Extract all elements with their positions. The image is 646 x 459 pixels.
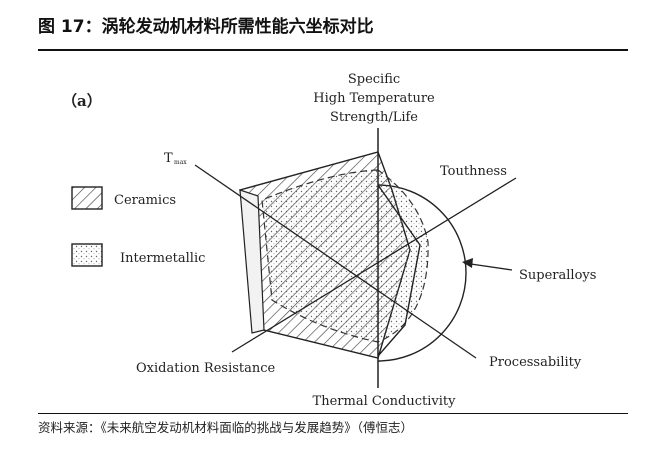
legend-intermetallic-label: Intermetallic xyxy=(120,251,205,266)
inner-polygon xyxy=(377,184,421,357)
axis-oxidation-toughness xyxy=(231,177,517,353)
superalloys-arrowhead xyxy=(462,258,473,268)
legend-ceramics-swatch xyxy=(71,186,103,210)
legend-ceramics-label: Ceramics xyxy=(114,193,176,208)
figure-source: 资料来源：《未来航空发动机材料面临的挑战与发展趋势》（傅恒志） xyxy=(38,420,414,435)
axis-label-specific-2: High Temperature xyxy=(313,91,435,106)
axis-label-tmax: T xyxy=(164,151,173,166)
superalloys-envelope xyxy=(377,184,467,362)
axis-tmax-processability xyxy=(194,164,477,359)
axis-label-specific-1: Specific xyxy=(348,72,400,87)
figure-title: 图 17：涡轮发动机材料所需性能六坐标对比 xyxy=(38,17,374,37)
axis-label-processability: Processability xyxy=(489,355,582,370)
axis-label-thermal: Thermal Conductivity xyxy=(313,394,457,409)
axis-label-tmax-sub: max xyxy=(174,159,187,166)
axis-label-oxidation: Oxidation Resistance xyxy=(136,361,276,376)
panel-label: （a） xyxy=(62,92,102,110)
axis-label-toughness: Touthness xyxy=(440,164,507,179)
source-rule xyxy=(38,413,628,414)
superalloys-label: Superalloys xyxy=(519,268,596,283)
ceramics-left-band xyxy=(239,189,265,334)
axis-label-specific-3: Strength/Life xyxy=(330,110,418,125)
title-rule xyxy=(38,49,628,51)
legend-intermetallic-swatch xyxy=(71,243,103,267)
